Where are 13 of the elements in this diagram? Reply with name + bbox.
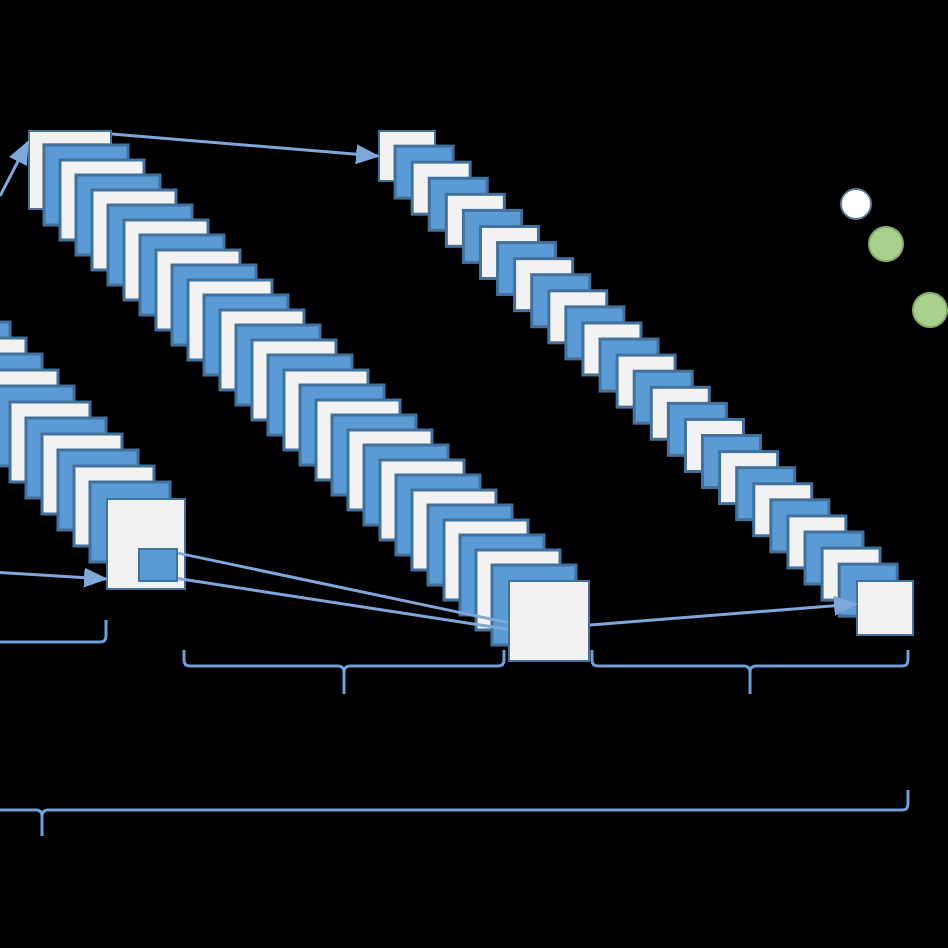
projection-line	[177, 551, 509, 625]
neuron-node	[912, 292, 948, 328]
projection-line	[177, 577, 509, 631]
neuron-node	[840, 188, 872, 220]
arrow	[0, 140, 30, 197]
filter-window	[137, 547, 177, 581]
arrow	[111, 132, 380, 165]
neuron-node	[868, 226, 904, 262]
arrow	[589, 595, 858, 627]
arrow	[0, 567, 108, 588]
feature-map	[106, 498, 186, 590]
feature-map	[508, 580, 590, 662]
feature-map	[856, 580, 914, 636]
